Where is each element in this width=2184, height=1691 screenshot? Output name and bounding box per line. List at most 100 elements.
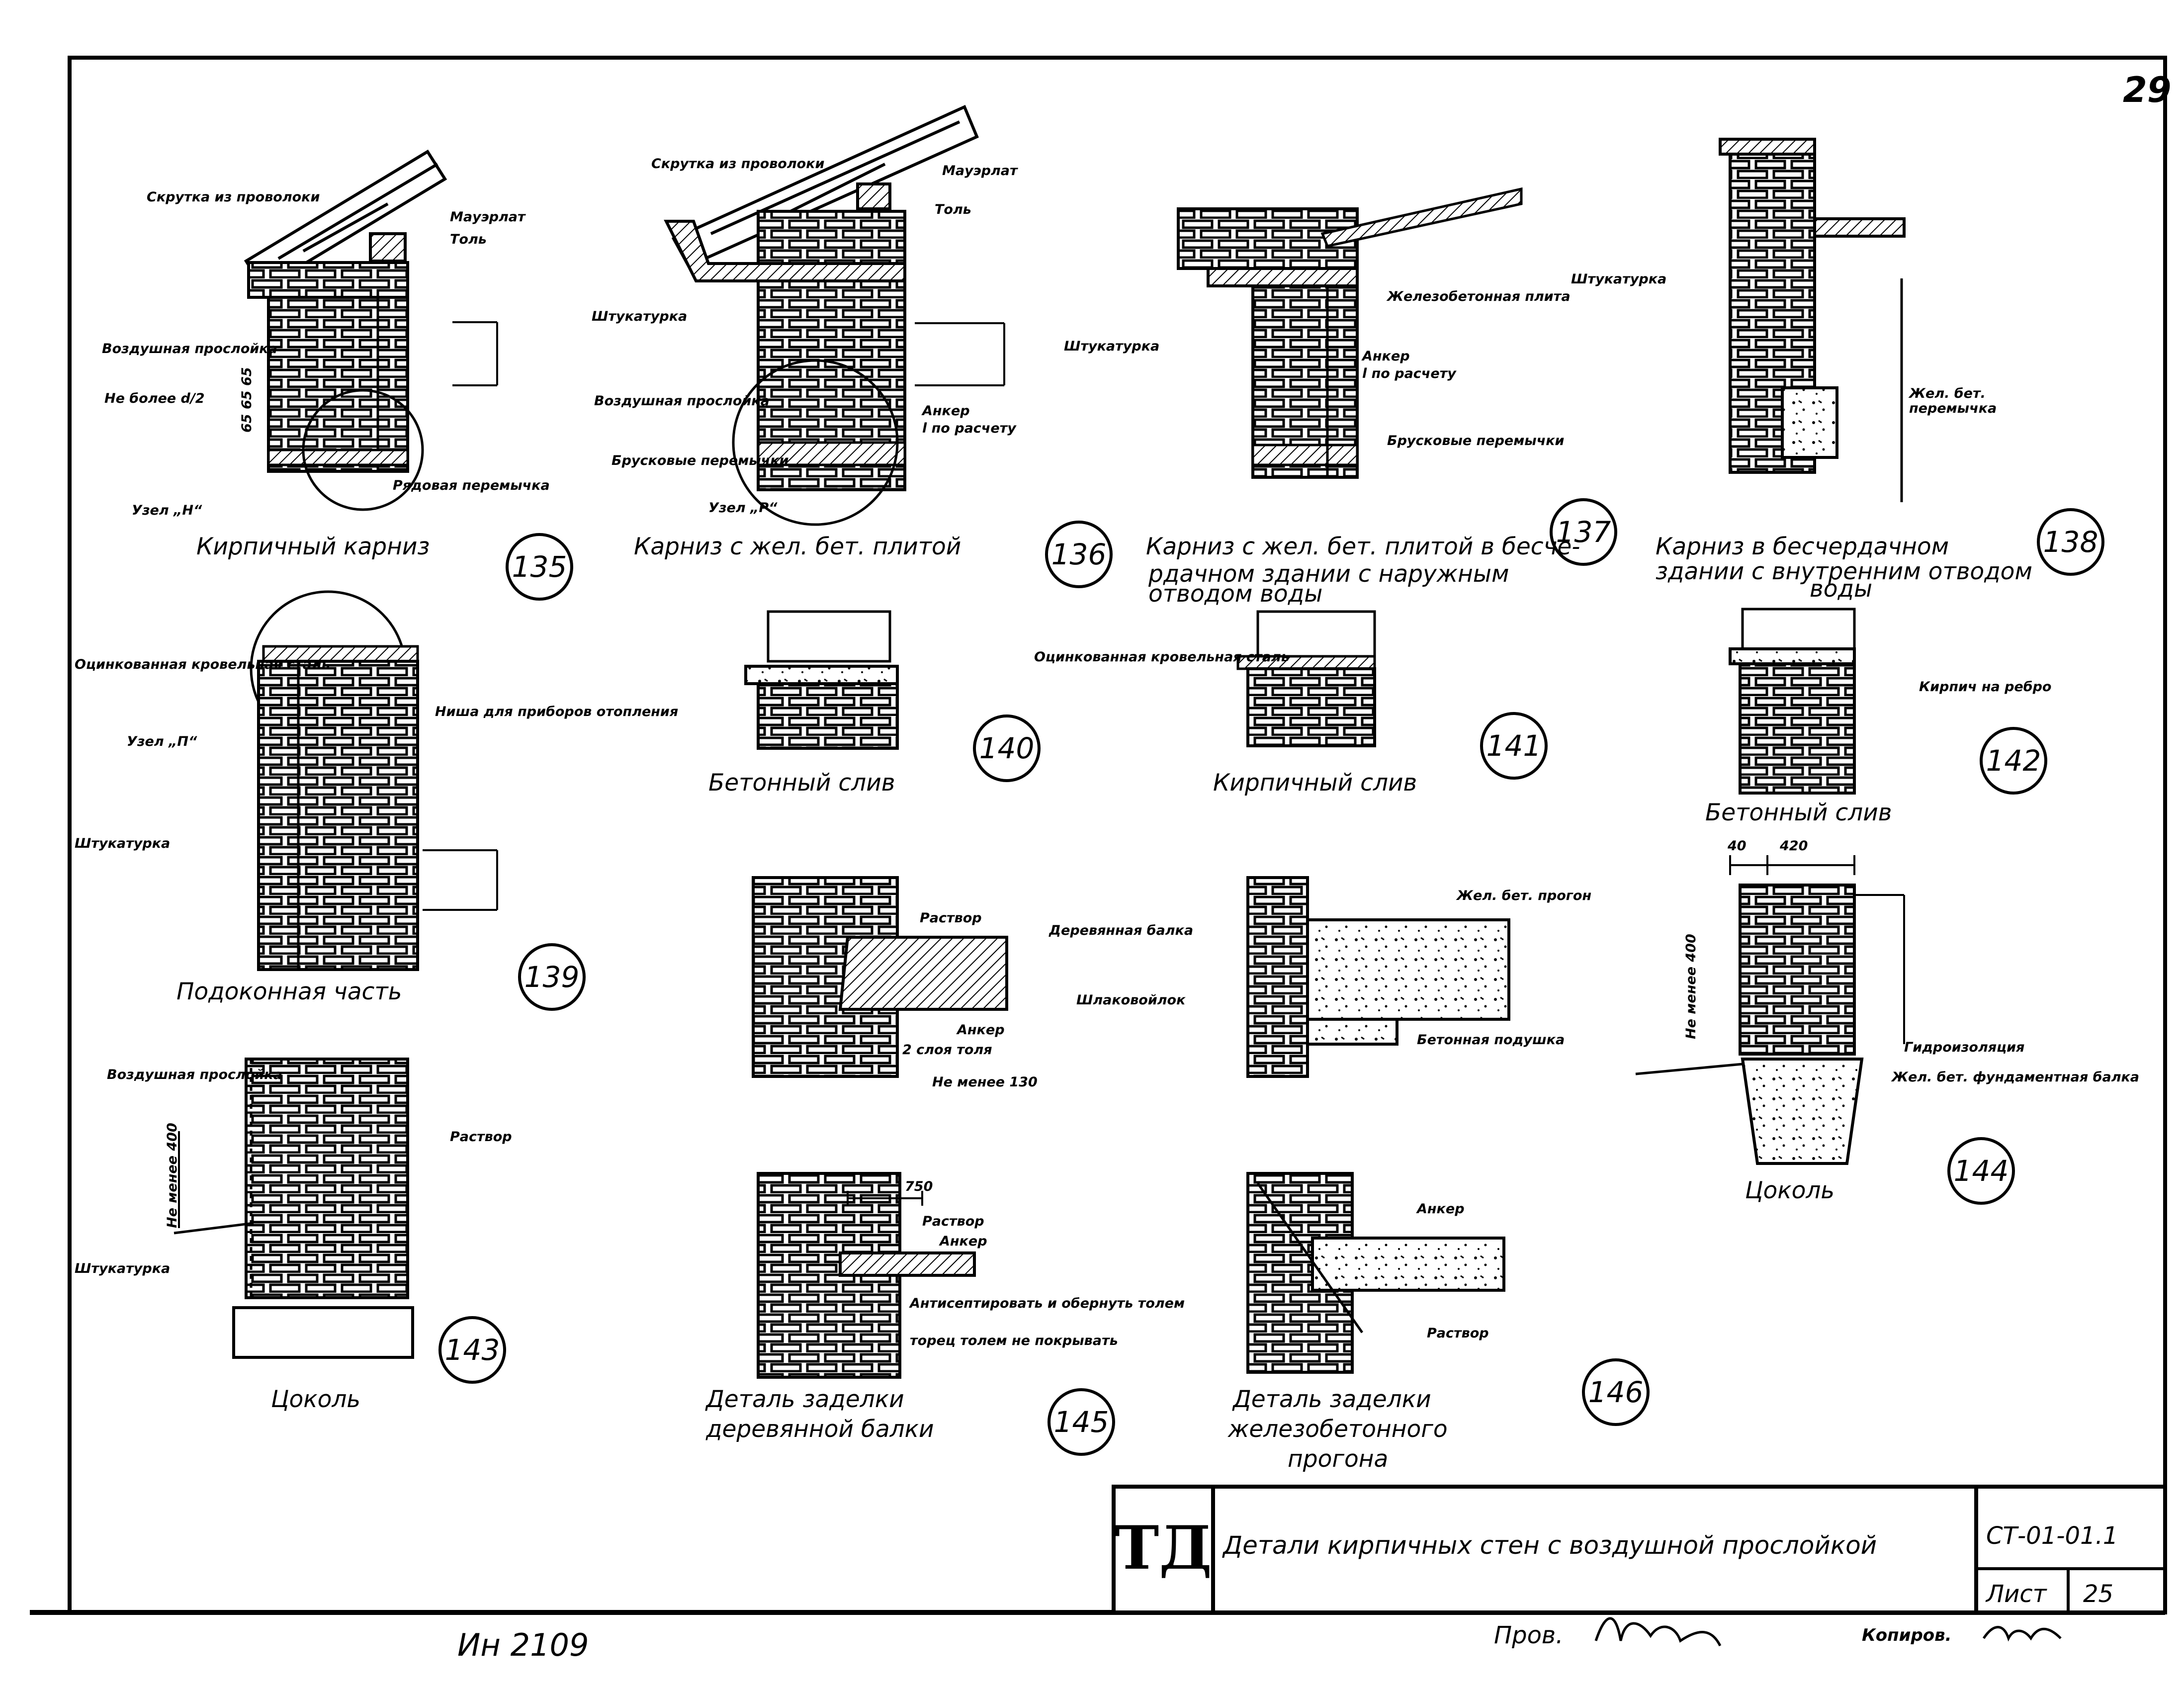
detail-145-upper: Раствор Деревянная балка Анкер 2 слоя то… <box>752 876 1193 1090</box>
detail-number: 140 <box>979 731 1035 765</box>
detail-144: 40 420 Не менее 400 Гидроизоляция Жел. б… <box>1635 838 2139 1205</box>
dimension-line <box>452 321 498 386</box>
brick-wall <box>245 1058 409 1299</box>
label: Штукатурка <box>75 1261 170 1276</box>
rc-purlin <box>1306 918 1510 1021</box>
title-block: ТД Детали кирпичных стен с воздушной про… <box>1112 1485 2167 1614</box>
label: 65 65 65 <box>239 367 255 433</box>
brick-wall <box>1246 667 1376 747</box>
copier-signature <box>1982 1626 2062 1642</box>
dimension-line <box>1854 894 1905 1044</box>
detail-number: 139 <box>524 960 580 994</box>
mauerlat-beam <box>369 232 407 263</box>
label: Анкер <box>939 1234 987 1249</box>
caption: Бетонный слив <box>708 769 895 797</box>
label: Железобетонная плита <box>1386 289 1571 304</box>
label: l по расчету <box>922 421 1017 436</box>
label: Узел „Н“ <box>132 503 202 518</box>
bar-lintel <box>757 441 906 466</box>
rc-slab <box>1207 267 1359 287</box>
label: Воздушная прослойка <box>102 341 277 356</box>
label: Не менее 400 <box>165 1123 180 1228</box>
label: Бетонная подушка <box>1417 1032 1565 1048</box>
label: торец толем не покрывать <box>910 1333 1118 1348</box>
detail-number-circle <box>438 1316 506 1384</box>
mauerlat-beam <box>856 182 891 210</box>
rc-purlin <box>1311 1237 1505 1292</box>
detail-number: 143 <box>445 1333 500 1367</box>
caption: здании с внутренним отводом <box>1656 558 2032 585</box>
detail-number-circle <box>1582 1358 1650 1426</box>
detail-number: 144 <box>1954 1154 2009 1188</box>
detail-138: Штукатурка Жел. бет. перемычка Карниз в … <box>1571 138 2104 603</box>
wooden-beam <box>839 1251 976 1277</box>
dimension-line <box>847 1191 923 1206</box>
rc-lintel <box>1781 386 1838 459</box>
dimension-line <box>423 849 498 911</box>
detail-number-circle <box>1947 1137 2015 1205</box>
roof-slab <box>1320 187 1523 248</box>
node-circle <box>732 359 899 526</box>
detail-140: Бетонный слив 140 <box>708 610 1041 797</box>
label: Жел. бет. <box>1908 386 1986 401</box>
detail-number-circle <box>1980 727 2047 795</box>
label: Анкер <box>1416 1201 1465 1217</box>
bar-lintel <box>1251 444 1359 466</box>
caption: Подоконная часть <box>176 978 402 1005</box>
title-block-logo: ТД <box>1115 1513 1212 1583</box>
detail-number: 145 <box>1054 1405 1109 1439</box>
detail-number-circle <box>518 943 586 1011</box>
parapet-cap <box>1719 138 1816 156</box>
detail-number-circle <box>1048 1388 1115 1456</box>
detail-139: Оцинкованная кровельная сталь Узел „П“ Н… <box>75 590 678 1011</box>
detail-number-circle <box>506 533 573 601</box>
detail-number-circle <box>973 714 1041 782</box>
concrete-sill <box>1729 647 1856 665</box>
label: Рядовая перемычка <box>393 478 550 493</box>
detail-146-lower: Анкер Раствор Деталь заделки железобетон… <box>1227 1172 1650 1473</box>
foundation <box>232 1306 414 1359</box>
label: Мауэрлат <box>450 209 526 225</box>
caption: деревянной балки <box>705 1416 934 1443</box>
checker-signature <box>1594 1617 1722 1647</box>
wooden-beam <box>838 936 1008 1011</box>
detail-137: Железобетонная плита Штукатурка Анкер l … <box>1064 187 1617 608</box>
title-block-title: Детали кирпичных стен с воздушной просло… <box>1222 1531 1877 1560</box>
label: Толь <box>935 202 971 217</box>
roof-slab <box>1813 217 1906 238</box>
detail-number: 141 <box>1486 729 1542 763</box>
foundation-beam <box>1741 1058 1864 1165</box>
label: Раствор <box>922 1214 984 1229</box>
caption: железобетонного <box>1227 1416 1448 1443</box>
label: Штукатурка <box>75 836 170 851</box>
brick-wall <box>1739 884 1856 1056</box>
detail-number: 137 <box>1556 515 1611 549</box>
caption: Кирпичный слив <box>1213 769 1417 797</box>
brick-wall <box>757 682 899 750</box>
title-block-sheet-number: 25 <box>2083 1580 2113 1608</box>
page-number: 29 <box>2123 70 2171 110</box>
label: Мауэрлат <box>942 163 1018 178</box>
brick-wall <box>267 296 409 473</box>
caption: Карниз с жел. бет. плитой в бесче- <box>1146 533 1580 560</box>
label: Брусковые перемычки <box>1387 433 1565 448</box>
detail-136: Скрутка из проволоки Мауэрлат Толь Штука… <box>592 104 1113 588</box>
concrete-pad <box>1306 1018 1398 1046</box>
label: Не более d/2 <box>104 391 205 406</box>
label: l по расчету <box>1362 366 1457 381</box>
label: Раствор <box>920 910 982 926</box>
caption: воды <box>1810 575 1872 603</box>
caption: рдачном здании с наружным <box>1148 560 1509 588</box>
label: Штукатурка <box>1571 271 1666 287</box>
caption: Карниз с жел. бет. плитой <box>634 533 961 560</box>
brick-wall <box>1246 876 1309 1078</box>
caption: Деталь заделки <box>705 1386 904 1413</box>
detail-number-circle <box>1480 712 1548 780</box>
label: Анкер <box>921 403 970 419</box>
label: Воздушная прослойка <box>107 1067 282 1082</box>
label: Брусковые перемычки <box>612 453 789 468</box>
detail-143: Воздушная прослойка Раствор Не менее 400… <box>75 1058 512 1413</box>
label: Оцинкованная кровельная сталь <box>75 657 330 672</box>
detail-number-circle <box>1045 521 1113 588</box>
checked-label: Пров. <box>1494 1621 1563 1649</box>
